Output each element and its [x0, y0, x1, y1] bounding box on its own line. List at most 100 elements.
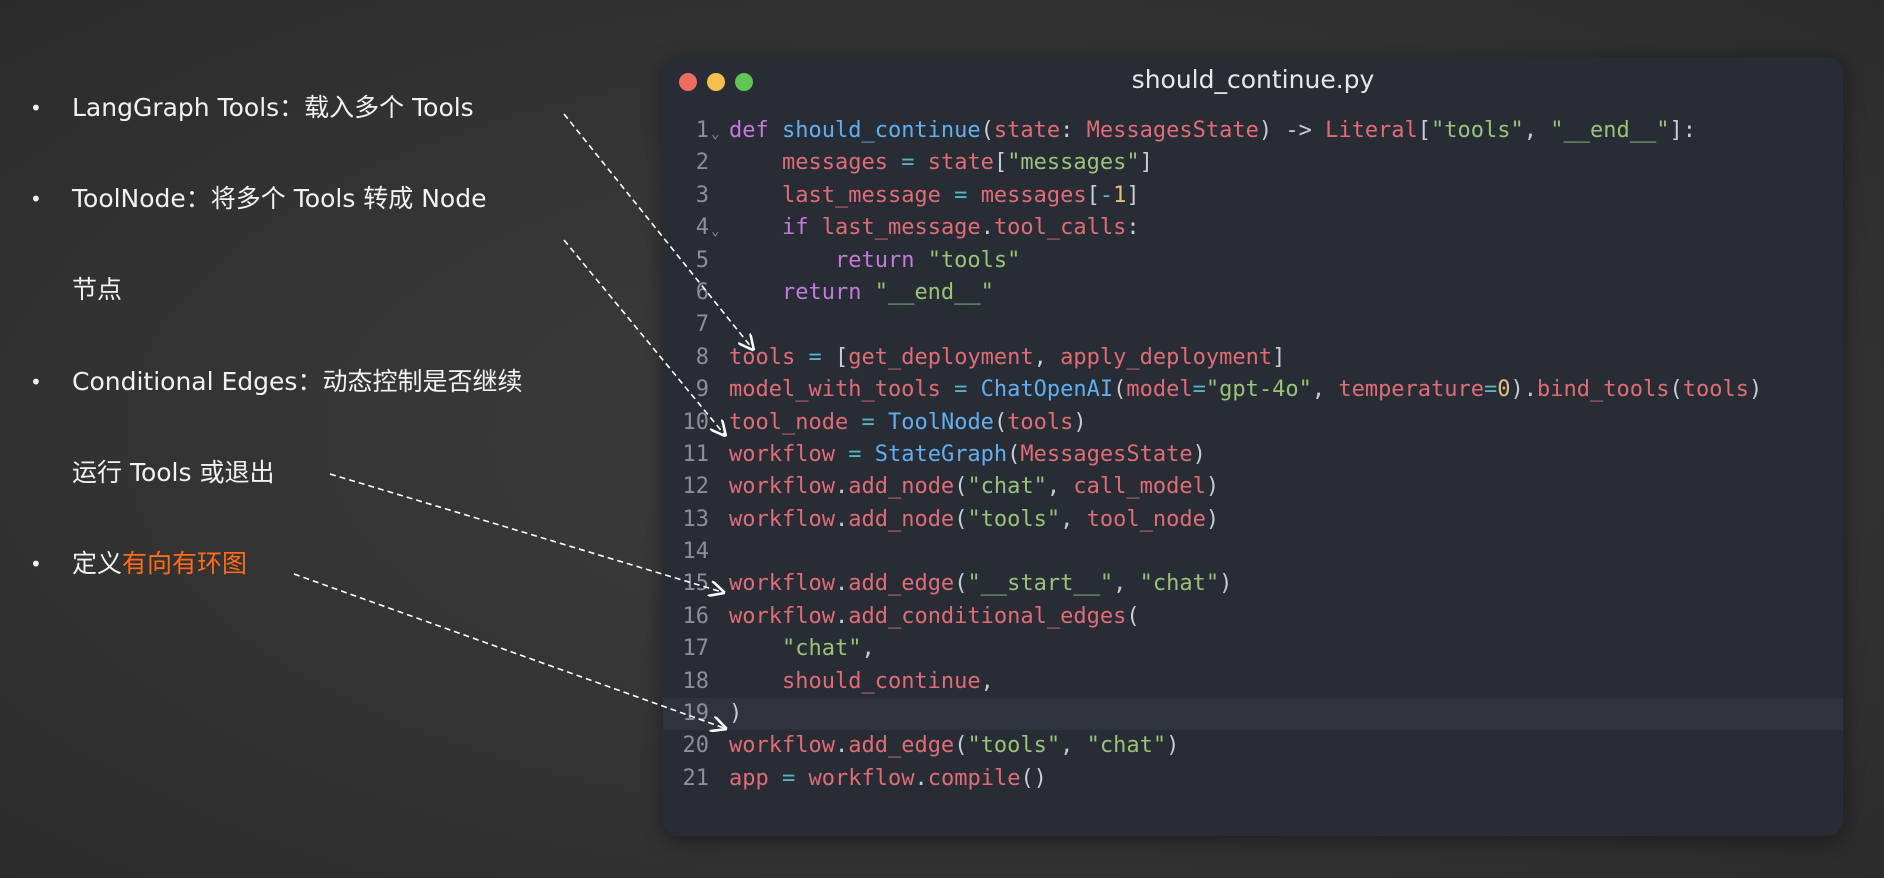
code-token: . [980, 215, 994, 241]
code-token: add_conditional_edges [848, 603, 1127, 629]
code-line: 20 workflow.add_edge("tools", "chat") [663, 730, 1843, 762]
code-token: tools [729, 344, 796, 370]
code-line: 10 tool_node = ToolNode(tools) [663, 407, 1843, 439]
line-number: 15 [682, 571, 710, 597]
bullet-text: ToolNode：将多个 Tools 转成 Node [72, 184, 487, 213]
zoom-button[interactable] [735, 73, 753, 91]
line-number: 20 [682, 733, 710, 759]
code-token: model [1126, 377, 1193, 403]
code-editor[interactable]: 1⌄def should_continue(state: MessagesSta… [663, 115, 1843, 795]
fold-chevron-icon[interactable]: ⌄ [711, 223, 720, 240]
code-token: ( [954, 733, 968, 759]
code-token: ) [1219, 571, 1233, 597]
code-token: workflow [729, 441, 835, 467]
code-token: "chat" [967, 474, 1047, 500]
code-token: = [1192, 377, 1206, 403]
code-token: ] [1126, 182, 1140, 208]
code-token: ) [1205, 506, 1220, 532]
code-token: "chat" [781, 636, 862, 662]
code-token: [ [1417, 118, 1432, 143]
code-token: , [1060, 733, 1087, 759]
code-text: model_with_tools = ChatOpenAI(model="gpt… [729, 374, 1762, 406]
code-token: , [1060, 506, 1087, 532]
code-token: = [1484, 377, 1498, 403]
code-line: 11 workflow = StateGraph(MessagesState) [663, 439, 1843, 471]
code-text: last_message = messages[-1] [729, 180, 1140, 212]
code-token: , [1033, 344, 1061, 370]
fold-chevron-icon[interactable]: ⌄ [711, 126, 720, 142]
code-token: tool_node [1086, 506, 1206, 532]
code-window: should_continue.py 1⌄def should_continue… [663, 57, 1843, 836]
code-token: MessagesState [1086, 118, 1259, 143]
code-token: [ [834, 344, 849, 370]
code-text: workflow.add_edge("__start__", "chat") [729, 568, 1232, 600]
line-number: 1 [695, 118, 709, 143]
code-token: MessagesState [1020, 441, 1193, 467]
code-token: ) [1192, 441, 1206, 467]
code-text: workflow.add_edge("tools", "chat") [729, 730, 1179, 762]
code-text: tool_node = ToolNode(tools) [729, 407, 1087, 439]
line-number: 19 [682, 701, 710, 727]
code-token: ) [1166, 733, 1180, 759]
code-token: . [834, 603, 849, 629]
code-token: : [1126, 215, 1140, 241]
bullet-text: Conditional Edges：动态控制是否继续 [72, 367, 523, 396]
code-token: workflow [729, 603, 835, 629]
code-token: ] [1272, 344, 1286, 370]
code-token: , [1311, 377, 1339, 403]
code-line: 9 model_with_tools = ChatOpenAI(model="gp… [663, 374, 1843, 406]
code-token: "__start__" [967, 571, 1114, 597]
code-token: : [1060, 118, 1087, 143]
code-text: messages = state["messages"] [729, 147, 1153, 179]
code-token: ) [1073, 409, 1087, 435]
code-token: should_continue [781, 668, 981, 694]
line-number: 13 [682, 506, 710, 532]
bullet-text-highlight: 有向有环图 [122, 549, 248, 578]
code-token: return [834, 247, 928, 273]
code-token: workflow [729, 571, 835, 597]
minimize-button[interactable] [707, 73, 725, 91]
code-token: , [980, 668, 994, 694]
code-text: workflow.add_conditional_edges( [729, 601, 1140, 633]
code-token: = [940, 182, 981, 208]
code-token: , [1113, 571, 1140, 597]
code-token: "chat" [1086, 733, 1167, 759]
code-text: workflow = StateGraph(MessagesState) [729, 439, 1206, 471]
code-text: def should_continue(state: MessagesState… [729, 115, 1696, 147]
line-number: 6 [695, 279, 709, 305]
code-token: ) [1205, 474, 1220, 500]
code-line: 17 "chat", [663, 633, 1843, 665]
code-token: tool_calls [993, 215, 1127, 241]
line-number: 21 [682, 765, 710, 791]
code-token: return [781, 279, 875, 305]
bullet-text-plain: 定义 [72, 549, 123, 578]
line-number: 4 [695, 215, 709, 241]
code-token: "tools" [967, 733, 1061, 759]
line-number: 10 [682, 409, 710, 435]
close-button[interactable] [679, 73, 697, 91]
code-token: last_message [781, 182, 941, 208]
code-token: "chat" [1139, 571, 1220, 597]
window-title: should_continue.py [1131, 65, 1375, 94]
code-token: ( [954, 474, 968, 500]
code-token: "__end__" [1550, 118, 1670, 143]
code-token: "gpt-4o" [1205, 377, 1312, 403]
code-token: tool_node [729, 409, 849, 435]
code-line: 18 should_continue, [663, 666, 1843, 698]
code-line: 7 [663, 309, 1843, 341]
code-token: StateGraph [874, 441, 1008, 467]
code-token: tools [1682, 377, 1749, 403]
code-token: last_message [821, 215, 981, 241]
code-token: messages [781, 150, 888, 176]
code-token: tools [1007, 409, 1074, 435]
line-number: 9 [695, 377, 709, 403]
bullet-dot: • [30, 187, 42, 211]
code-token: state [993, 118, 1061, 143]
code-token: add_edge [848, 733, 955, 759]
line-number: 5 [695, 247, 709, 273]
code-token: workflow [808, 765, 915, 791]
line-number: 11 [682, 441, 710, 467]
